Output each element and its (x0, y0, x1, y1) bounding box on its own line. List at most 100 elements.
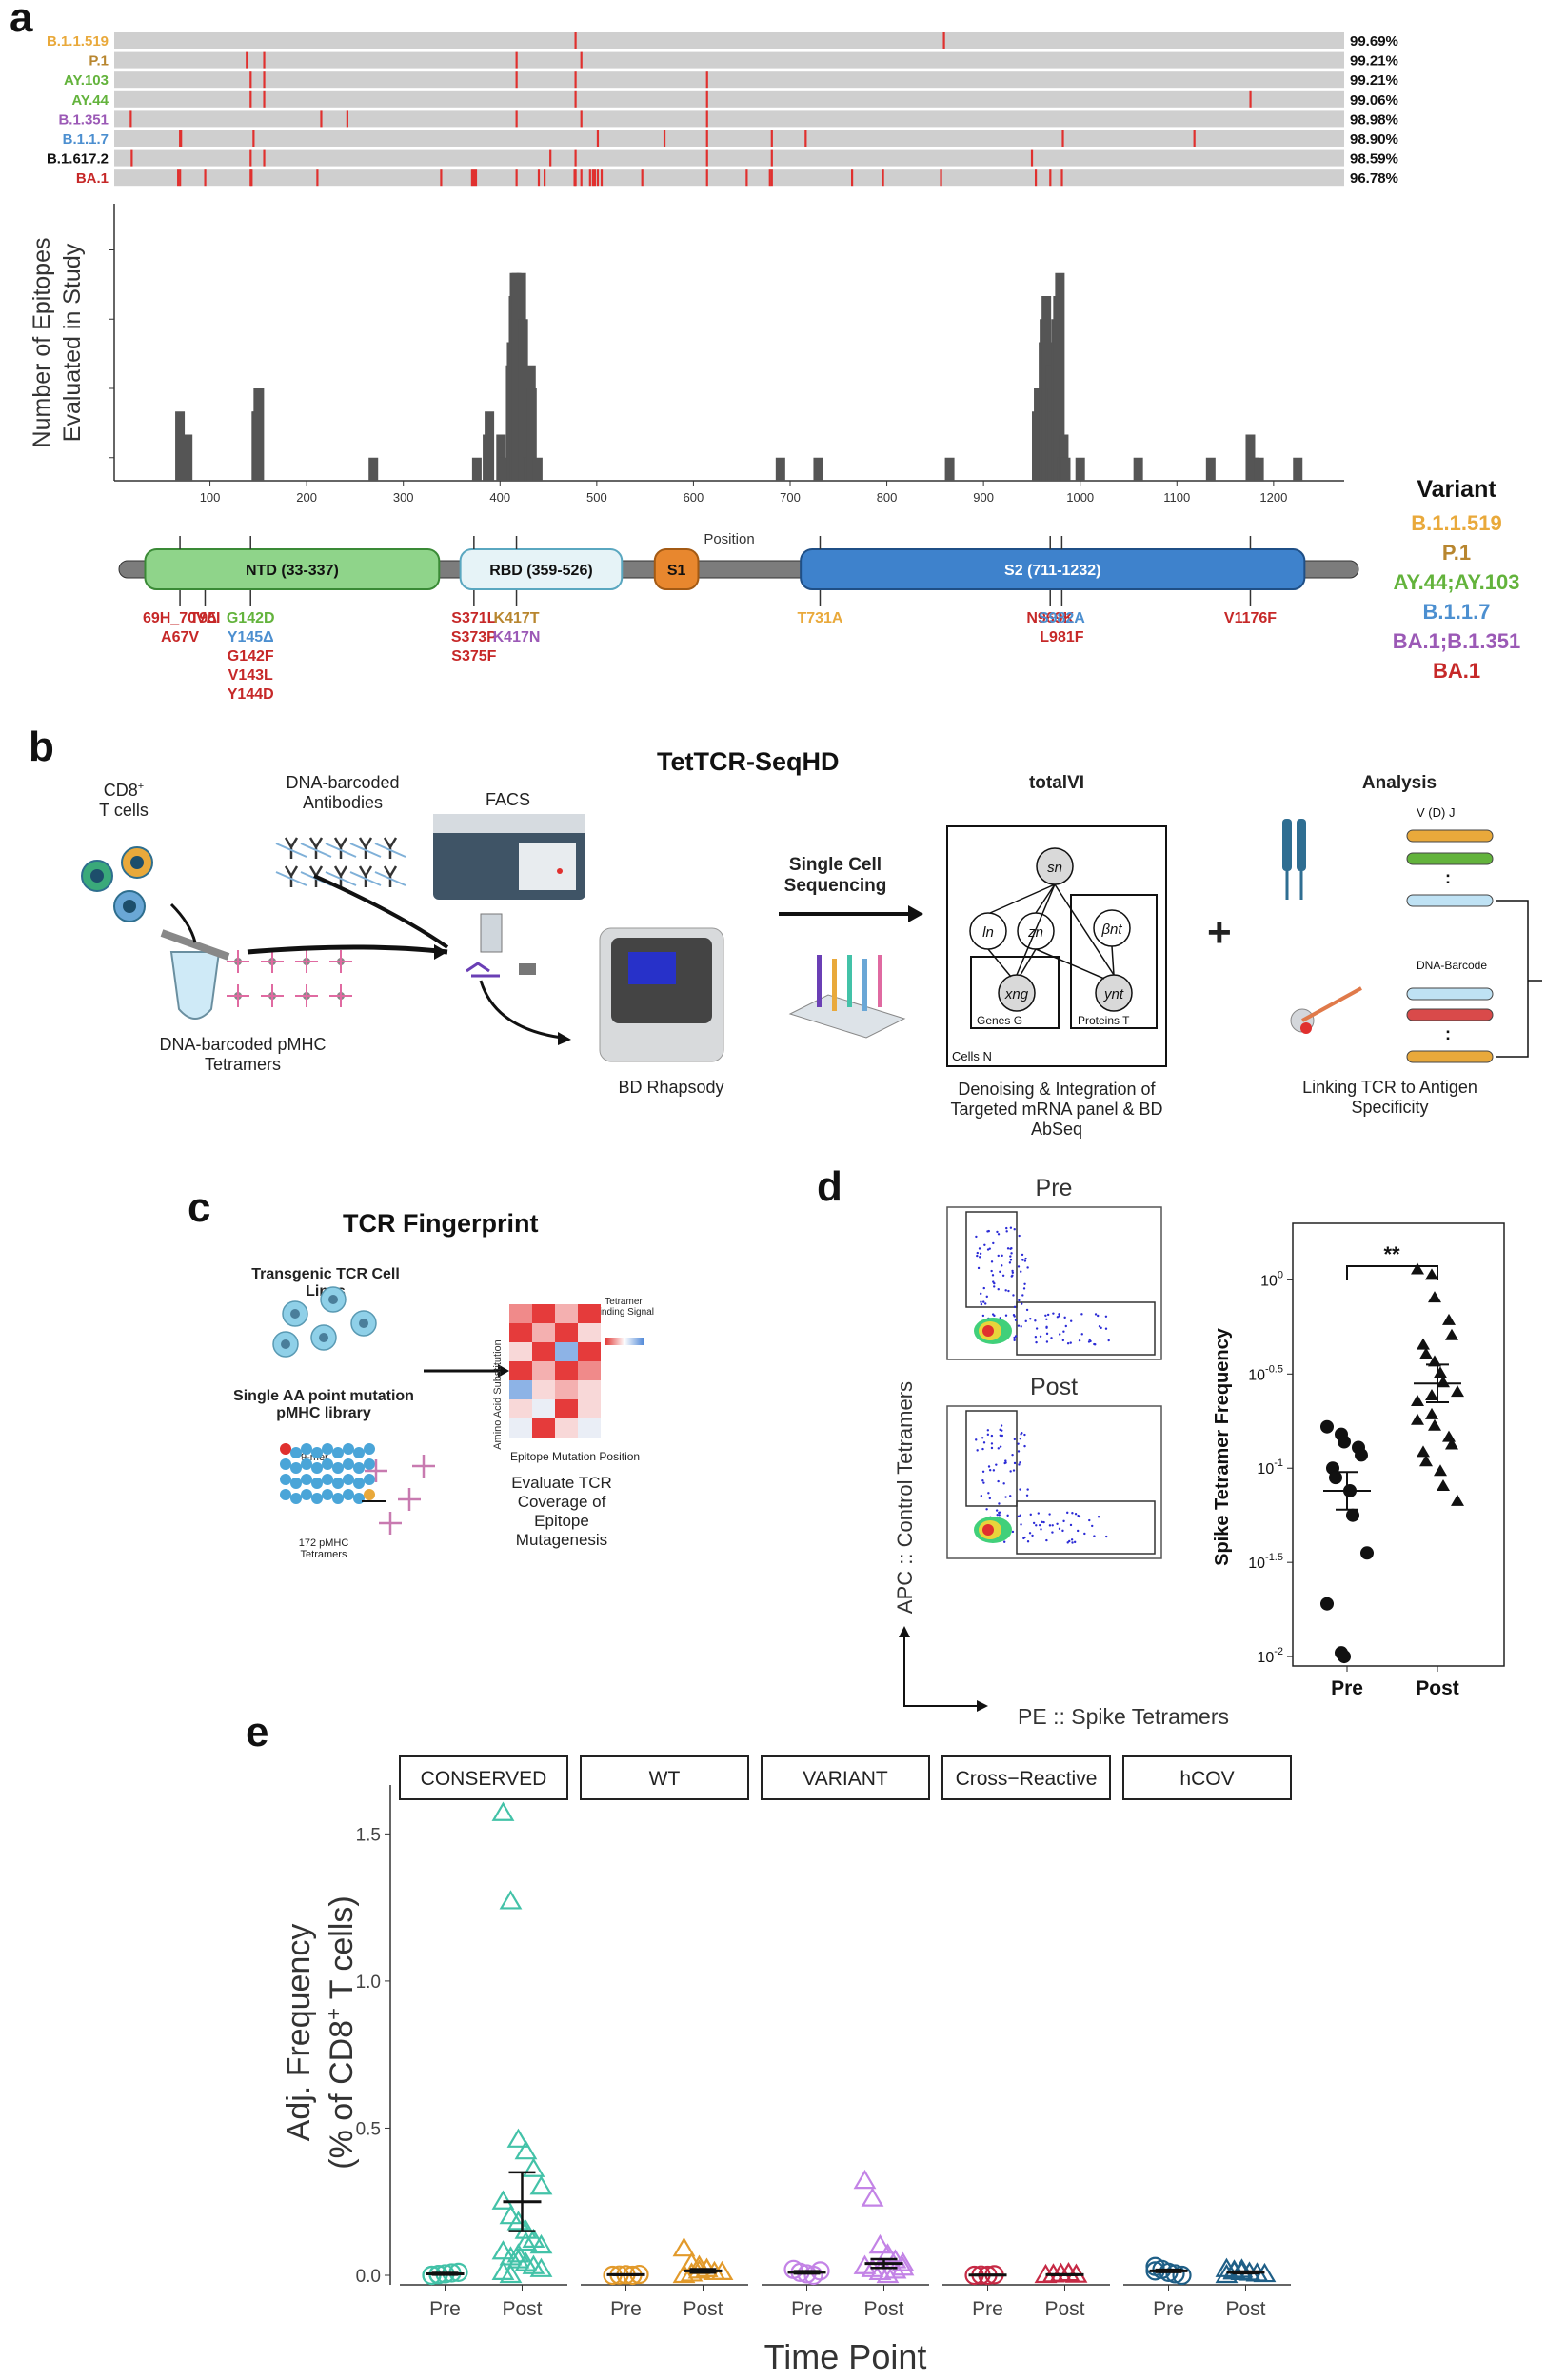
tetramer-arm (227, 950, 249, 973)
variant-track-bar (114, 32, 1344, 49)
event-dot (975, 1438, 978, 1441)
peptide-residue (280, 1474, 291, 1485)
arrow (169, 902, 197, 943)
variant-track-percent: 99.21% (1350, 53, 1398, 69)
mutation-tick (515, 71, 518, 89)
event-dot (1100, 1326, 1102, 1330)
event-dot (1013, 1228, 1016, 1231)
post-point (529, 2233, 553, 2254)
graph-edge (989, 883, 1056, 914)
tube-icon (169, 951, 221, 1020)
heatmap-cell (578, 1361, 601, 1380)
event-dot (1001, 1274, 1005, 1277)
x-tick-label: 1200 (1259, 490, 1287, 505)
variant-track-name: B.1.1.7 (63, 131, 109, 148)
facs-nozzle (480, 913, 503, 953)
event-dot (979, 1252, 982, 1256)
graph-node-symbol: ln (982, 924, 994, 941)
event-dot (988, 1469, 992, 1472)
event-dot (1019, 1488, 1021, 1491)
event-dot (1088, 1338, 1091, 1341)
dna-strand (349, 871, 382, 886)
event-dot (981, 1437, 984, 1439)
analysis-title: Analysis (1361, 773, 1437, 793)
event-dot (1022, 1287, 1026, 1290)
post-point (1419, 1347, 1433, 1359)
post-point (1445, 1328, 1458, 1340)
event-dot (1046, 1313, 1050, 1317)
gate-spike (1016, 1500, 1156, 1555)
mutation-tick (1193, 130, 1196, 147)
y-axis-title-line2: Evaluated in Study (59, 243, 86, 442)
event-dot (1076, 1529, 1080, 1533)
event-dot (991, 1313, 995, 1316)
totalvi-box (946, 825, 1167, 1067)
event-dot (1058, 1527, 1061, 1531)
panel-c-title: TCR Fingerprint (343, 1209, 539, 1238)
event-dot (987, 1465, 991, 1468)
event-dot (1061, 1339, 1065, 1342)
event-dot (978, 1247, 981, 1250)
post-point (1442, 1430, 1456, 1442)
heatmap-cell (578, 1304, 601, 1323)
event-dot (1009, 1226, 1013, 1229)
peptide-residue (290, 1478, 302, 1489)
gate-spike (1016, 1301, 1156, 1356)
heatmap-x-label: Epitope Mutation Position (510, 1450, 641, 1463)
x-tick-label: 400 (489, 490, 510, 505)
legend-item: BA.1;B.1.351 (1392, 629, 1521, 653)
event-dot (997, 1447, 1001, 1450)
domain-label: S2 (711-1232) (1004, 563, 1100, 579)
legend-item: B.1.1.7 (1422, 600, 1491, 624)
y-tick-label: 0.0 (356, 2267, 381, 2287)
event-dot (1069, 1341, 1072, 1344)
mutation-tick (574, 90, 577, 108)
x-tick-label: Post (863, 2298, 903, 2320)
post-point (506, 2128, 530, 2148)
variant-track-percent: 99.06% (1350, 92, 1398, 109)
heatmap-cell (578, 1399, 601, 1418)
mutation-tick (470, 169, 474, 187)
mutation-tick (600, 169, 604, 187)
pre-point (1355, 1448, 1368, 1462)
event-dot (1001, 1264, 1003, 1267)
event-dot (1029, 1513, 1032, 1517)
mutation-tick (580, 110, 583, 128)
event-dot (999, 1434, 1001, 1438)
event-dot (1025, 1308, 1029, 1312)
epitope-bar (532, 457, 543, 481)
flow-plot-frame (946, 1405, 1162, 1559)
event-dot (1009, 1255, 1012, 1258)
legend-item: AY.44;AY.103 (1393, 570, 1520, 594)
heatmap-cell (555, 1304, 578, 1323)
x-tick-label: Pre (429, 2298, 461, 2320)
event-dot (1017, 1442, 1020, 1445)
event-dot (1080, 1313, 1083, 1316)
mutation-tick (440, 169, 443, 187)
variant-track-bar (114, 110, 1344, 128)
facet-strip (761, 1755, 930, 1800)
epitope-bar (1055, 272, 1065, 481)
event-dot (1002, 1540, 1006, 1543)
heatmap-cell (532, 1304, 555, 1323)
mutation-tick (179, 169, 182, 187)
event-dot (1009, 1259, 1013, 1261)
totalvi-title: totalVI (1028, 773, 1085, 793)
mutation-label: S375F (451, 648, 496, 664)
heatmap-cell (555, 1399, 578, 1418)
pre-point (1338, 1435, 1351, 1449)
post-point (529, 2175, 553, 2195)
event-dot (995, 1463, 998, 1466)
event-dot (1000, 1424, 1003, 1427)
event-dot (1020, 1433, 1022, 1436)
event-dot (1070, 1538, 1074, 1541)
dna-strand (349, 843, 382, 858)
event-dot (1040, 1528, 1042, 1531)
mutation-label: A67V (161, 629, 199, 645)
mutation-label: S371L (451, 610, 496, 626)
variant-track-bar (114, 90, 1344, 108)
event-dot (1026, 1266, 1029, 1269)
event-dot (1026, 1488, 1029, 1491)
event-dot (995, 1509, 999, 1512)
post-point (1425, 1268, 1438, 1280)
